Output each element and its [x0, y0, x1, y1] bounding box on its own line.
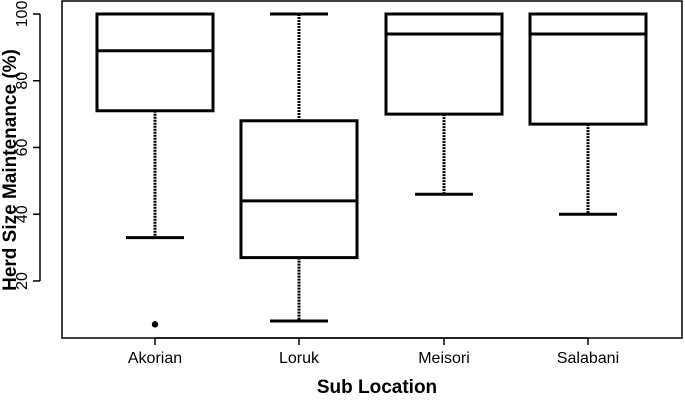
x-tick-label: Loruk: [279, 350, 320, 367]
y-tick-label: 80: [14, 72, 31, 90]
outlier-point: [151, 321, 159, 328]
box-iqr: [239, 119, 359, 260]
box-iqr: [95, 12, 215, 113]
box-iqr: [384, 12, 504, 116]
y-tick-label: 40: [14, 205, 31, 223]
box-iqr: [528, 12, 648, 126]
box-series: [95, 12, 648, 328]
box-meisori: [384, 12, 504, 196]
x-axis: Akorian Loruk Meisori Salabani: [128, 337, 619, 367]
y-tick-label: 100: [14, 1, 31, 28]
box-akorian: [95, 12, 215, 328]
y-ticks: 20 40 60 80 100: [14, 1, 40, 290]
box-loruk: [239, 12, 359, 323]
y-tick-label: 20: [14, 272, 31, 290]
x-axis-title: Sub Location: [317, 377, 437, 398]
y-axis: 20 40 60 80 100: [14, 1, 41, 290]
y-tick-label: 60: [14, 138, 31, 156]
y-axis-title: Herd Size Maintenance (%): [0, 49, 21, 291]
x-tick-label: Akorian: [128, 350, 182, 367]
x-tick-label: Meisori: [418, 350, 470, 367]
x-tick-label: Salabani: [557, 350, 619, 367]
box-salabani: [528, 12, 648, 216]
x-ticks: Akorian Loruk Meisori Salabani: [128, 338, 619, 367]
